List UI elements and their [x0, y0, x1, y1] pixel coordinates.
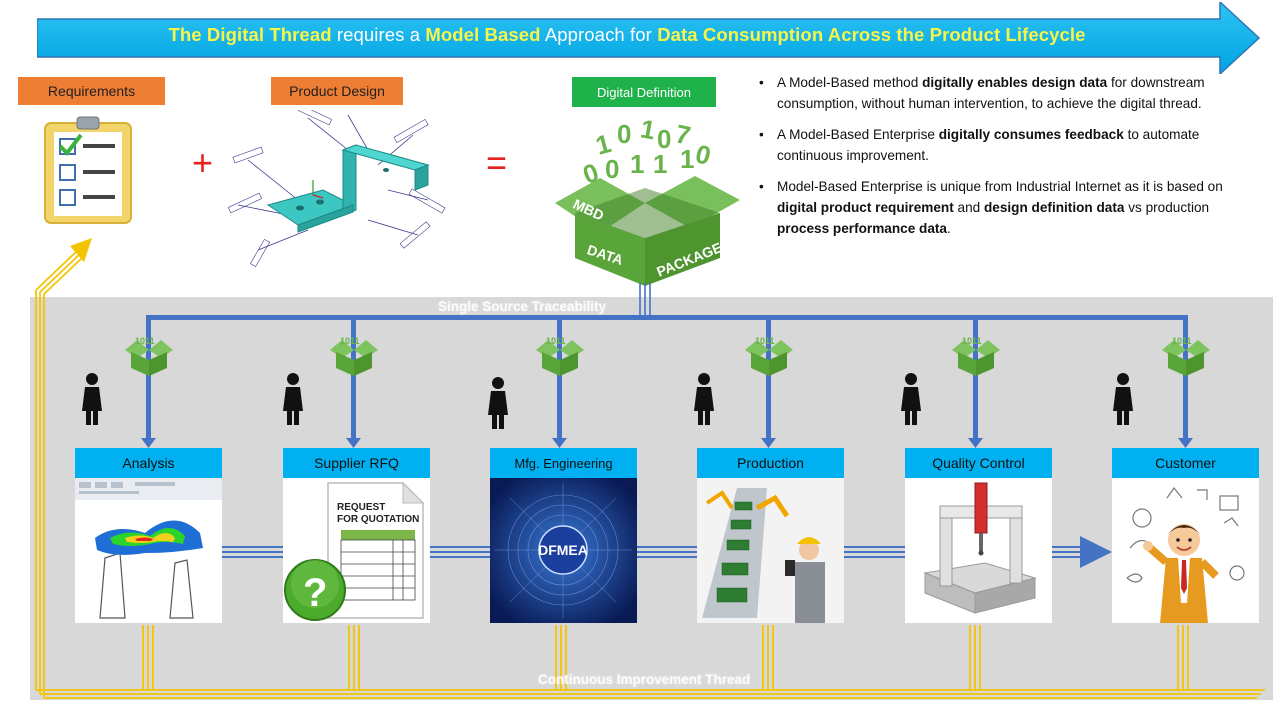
stage-header-quality-control: Quality Control	[905, 448, 1052, 478]
bullet-1-bold: digitally enables design data	[922, 75, 1108, 90]
fea-analysis-icon	[75, 478, 222, 619]
single-source-traceability-label: Single Source Traceability	[438, 299, 607, 314]
svg-text:?: ?	[303, 571, 327, 615]
svg-text:0: 0	[605, 154, 619, 184]
banner-title-part4: Approach for	[540, 24, 658, 45]
product-design-model-icon	[228, 110, 446, 268]
svg-text:1: 1	[630, 149, 644, 179]
digital-definition-label: Digital Definition	[572, 77, 716, 107]
clipboard-checklist-icon	[44, 116, 132, 224]
stage-header-production: Production	[697, 448, 844, 478]
flow-arrow-to-customer	[1080, 536, 1112, 568]
continuous-improvement-thread	[35, 249, 1265, 699]
cmm-machine-icon	[923, 482, 1037, 614]
stage-card-customer	[1112, 478, 1259, 623]
customer-success-icon	[1126, 486, 1245, 623]
dfmea-icon: DFMEA	[490, 478, 637, 623]
bullet-3-bold-1: digital product requirement	[777, 200, 954, 215]
person-icon	[283, 373, 303, 425]
lifecycle-panel	[30, 297, 1273, 700]
banner-title-part1: The Digital Thread	[168, 24, 332, 45]
stage-card-mfg-engineering: DFMEA	[490, 478, 637, 623]
banner-arrow-shape	[37, 2, 1260, 74]
title-banner-arrow: The Digital Thread requires a Model Base…	[37, 2, 1260, 74]
mbd-data-package-icon: 1 0 1 0 7 0 1 1 1 0 0 MBD DATA PACKAGE	[555, 113, 740, 286]
mini-package-icon	[1162, 336, 1210, 376]
bullet-1-end: for downstream consumption, without huma…	[777, 75, 1205, 111]
equals-sign: =	[486, 142, 508, 183]
svg-text:1: 1	[680, 144, 694, 174]
bullet-3-mid: and	[953, 200, 984, 215]
banner-title-part5: Data Consumption Across the Product Life…	[657, 24, 1086, 45]
stage-card-production	[697, 478, 844, 623]
mini-package-icon	[952, 336, 1000, 376]
bullet-3-text: Model-Based Enterprise is unique from In…	[777, 179, 1223, 194]
bullet-list: A Model-Based method digitally enables d…	[757, 72, 1257, 249]
rfq-doc-text-2: FOR QUOTATION	[337, 514, 419, 525]
banner-title: The Digital Thread requires a Model Base…	[37, 24, 1217, 46]
thread-arrow-to-requirements	[70, 238, 92, 262]
svg-text:1: 1	[653, 149, 667, 179]
bullet-2-end: to automate continuous improvement.	[777, 127, 1200, 163]
stage-header-supplier-rfq: Supplier RFQ	[283, 448, 430, 478]
banner-title-part3: Model Based	[425, 24, 541, 45]
bullet-item: A Model-Based method digitally enables d…	[757, 72, 1257, 114]
banner-title-part2: requires a	[331, 24, 426, 45]
production-line-icon	[697, 478, 844, 623]
person-icon	[1113, 373, 1133, 425]
stage-header-mfg-engineering: Mfg. Engineering	[490, 448, 637, 478]
traceability-rail	[146, 315, 1188, 320]
svg-text:0: 0	[617, 119, 631, 149]
dfmea-text: DFMEA	[538, 542, 588, 558]
rfq-doc-text-1: REQUEST	[337, 502, 385, 513]
bullet-1-text: A Model-Based method	[777, 75, 923, 90]
svg-text:1: 1	[638, 113, 657, 145]
stage-card-analysis	[75, 478, 222, 623]
mini-package-icon	[745, 336, 793, 376]
person-icon	[901, 373, 921, 425]
stage-card-quality-control	[905, 478, 1052, 623]
bullet-3-bold-2: design definition data	[983, 200, 1125, 215]
bullet-3-bold-3: process performance data	[777, 221, 947, 236]
continuous-improvement-label: Continuous Improvement Thread	[538, 672, 751, 687]
bullet-3-end: .	[947, 221, 951, 236]
person-icon	[82, 373, 102, 425]
bullet-item: Model-Based Enterprise is unique from In…	[757, 176, 1257, 239]
person-icon	[488, 377, 508, 429]
stage-header-customer: Customer	[1112, 448, 1259, 478]
person-icon	[694, 373, 714, 425]
mini-package-icon	[536, 336, 584, 376]
rfq-document-icon: REQUEST FOR QUOTATION ?	[284, 481, 425, 621]
svg-text:7: 7	[673, 118, 693, 150]
requirements-label: Requirements	[18, 77, 165, 105]
bullet-3-mid-2: vs production	[1124, 200, 1210, 215]
plus-sign: +	[192, 142, 214, 183]
mini-package-icon	[125, 336, 173, 376]
bullet-item: A Model-Based Enterprise digitally consu…	[757, 124, 1257, 166]
stage-header-analysis: Analysis	[75, 448, 222, 478]
bullet-2-text: A Model-Based Enterprise	[777, 127, 939, 142]
mini-package-icon	[330, 336, 378, 376]
svg-text:0: 0	[657, 124, 671, 154]
stage-card-supplier-rfq: REQUEST FOR QUOTATION ?	[283, 478, 430, 623]
bullet-2-bold: digitally consumes feedback	[938, 127, 1124, 142]
product-design-label: Product Design	[271, 77, 403, 105]
